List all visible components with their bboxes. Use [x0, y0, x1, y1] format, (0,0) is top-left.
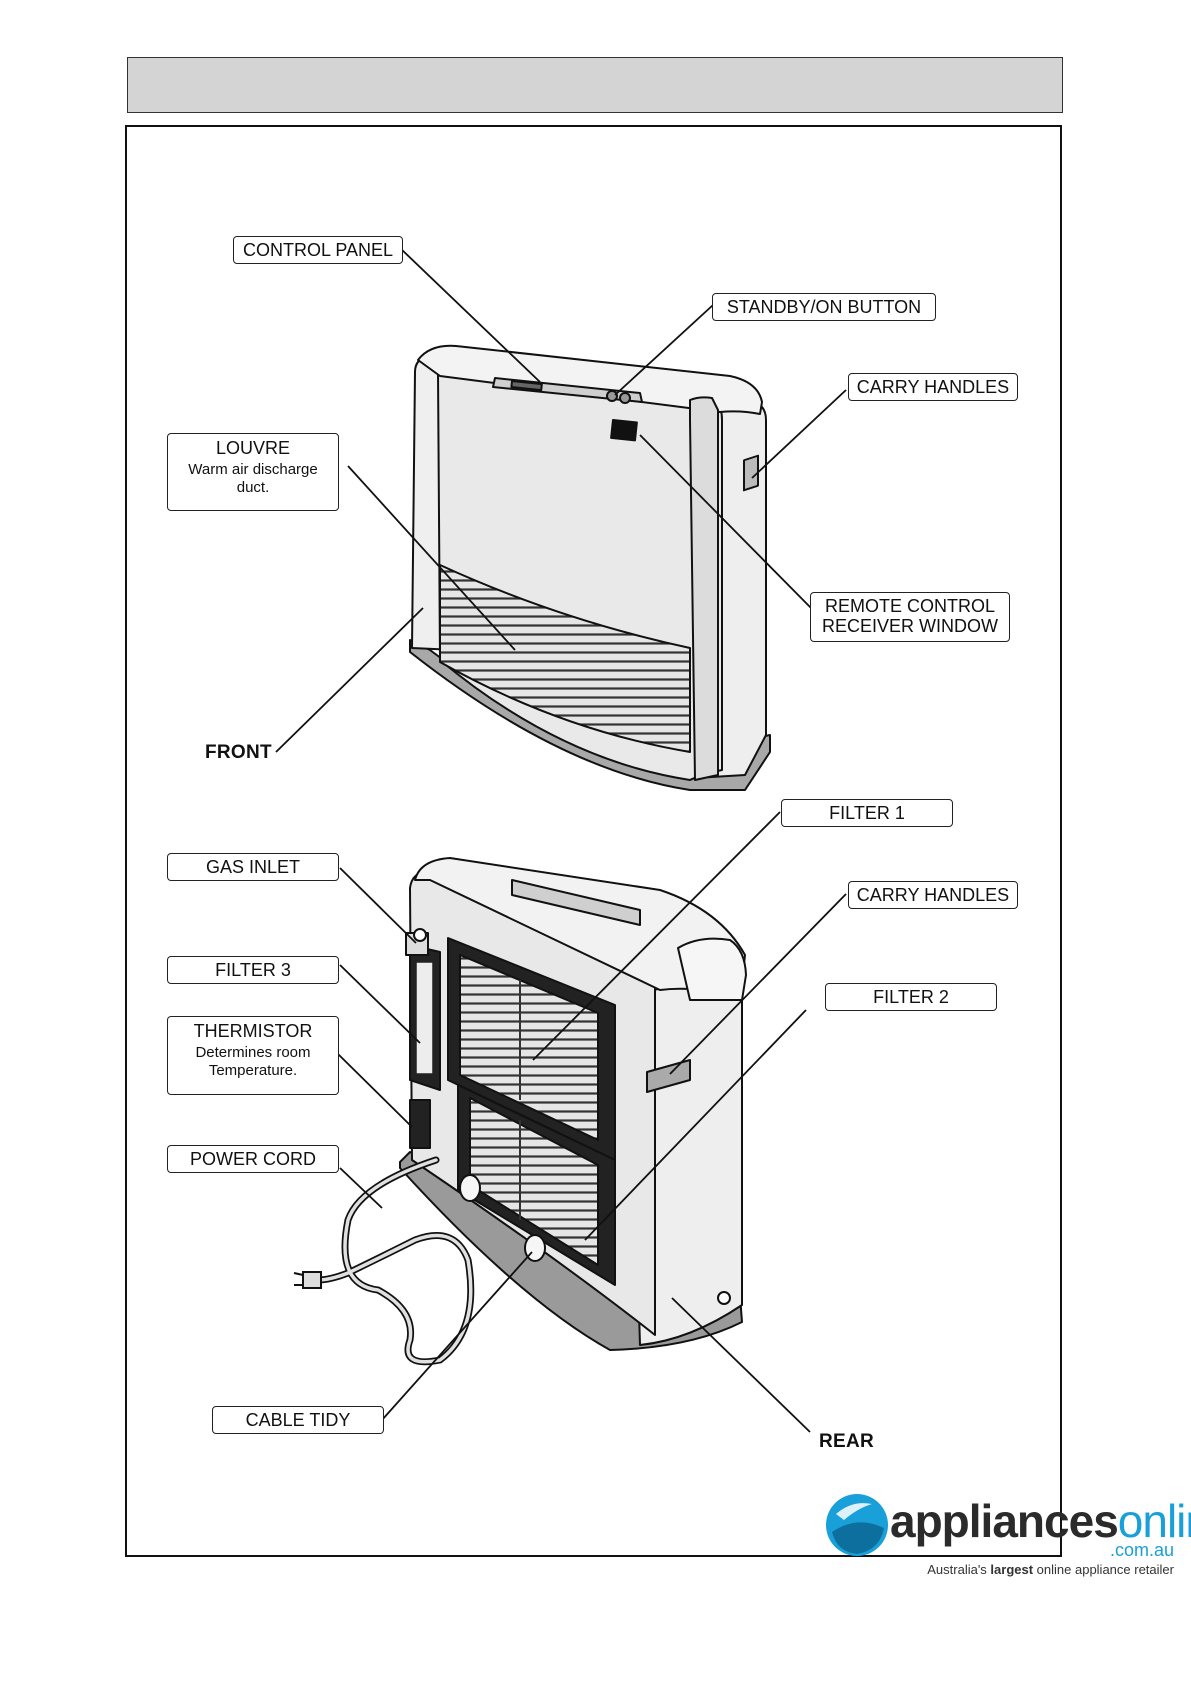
- control-panel-label: CONTROL PANEL: [233, 236, 403, 264]
- leader-lines: [275, 247, 847, 1433]
- carry-handles-rear-label: CARRY HANDLES: [848, 881, 1018, 909]
- appliances-online-logo: appliancesonline .com.au Australia's lar…: [818, 1488, 1191, 1583]
- filter1-label: FILTER 1: [781, 799, 953, 827]
- rear-view-caption: REAR: [819, 1431, 875, 1452]
- filter2-label: FILTER 2: [825, 983, 997, 1011]
- thermistor-label: THERMISTOR Determines room Temperature.: [167, 1016, 339, 1095]
- plug: [293, 1271, 322, 1289]
- logo-domain: .com.au: [1109, 1540, 1174, 1560]
- rear-heater: [399, 857, 747, 1351]
- logo-globe-icon: [826, 1494, 888, 1556]
- standby-button-label: STANDBY/ON BUTTON: [712, 293, 936, 321]
- header-bar: [127, 57, 1063, 113]
- gas-inlet-label: GAS INLET: [167, 853, 339, 881]
- power-cord-label: POWER CORD: [167, 1145, 339, 1173]
- remote-receiver-window-label: REMOTE CONTROL RECEIVER WINDOW: [810, 592, 1010, 642]
- cable-tidy-label: CABLE TIDY: [212, 1406, 384, 1434]
- front-heater: [409, 344, 771, 791]
- carry-handles-front-label: CARRY HANDLES: [848, 373, 1018, 401]
- logo-tagline: Australia's largest online appliance ret…: [927, 1562, 1174, 1577]
- filter3-label: FILTER 3: [167, 956, 339, 984]
- front-view-caption: FRONT: [205, 742, 272, 763]
- louvre-label: LOUVRE Warm air discharge duct.: [167, 433, 339, 511]
- logo-brand-text: appliancesonline: [890, 1495, 1191, 1547]
- diagram-frame: [125, 125, 1062, 1557]
